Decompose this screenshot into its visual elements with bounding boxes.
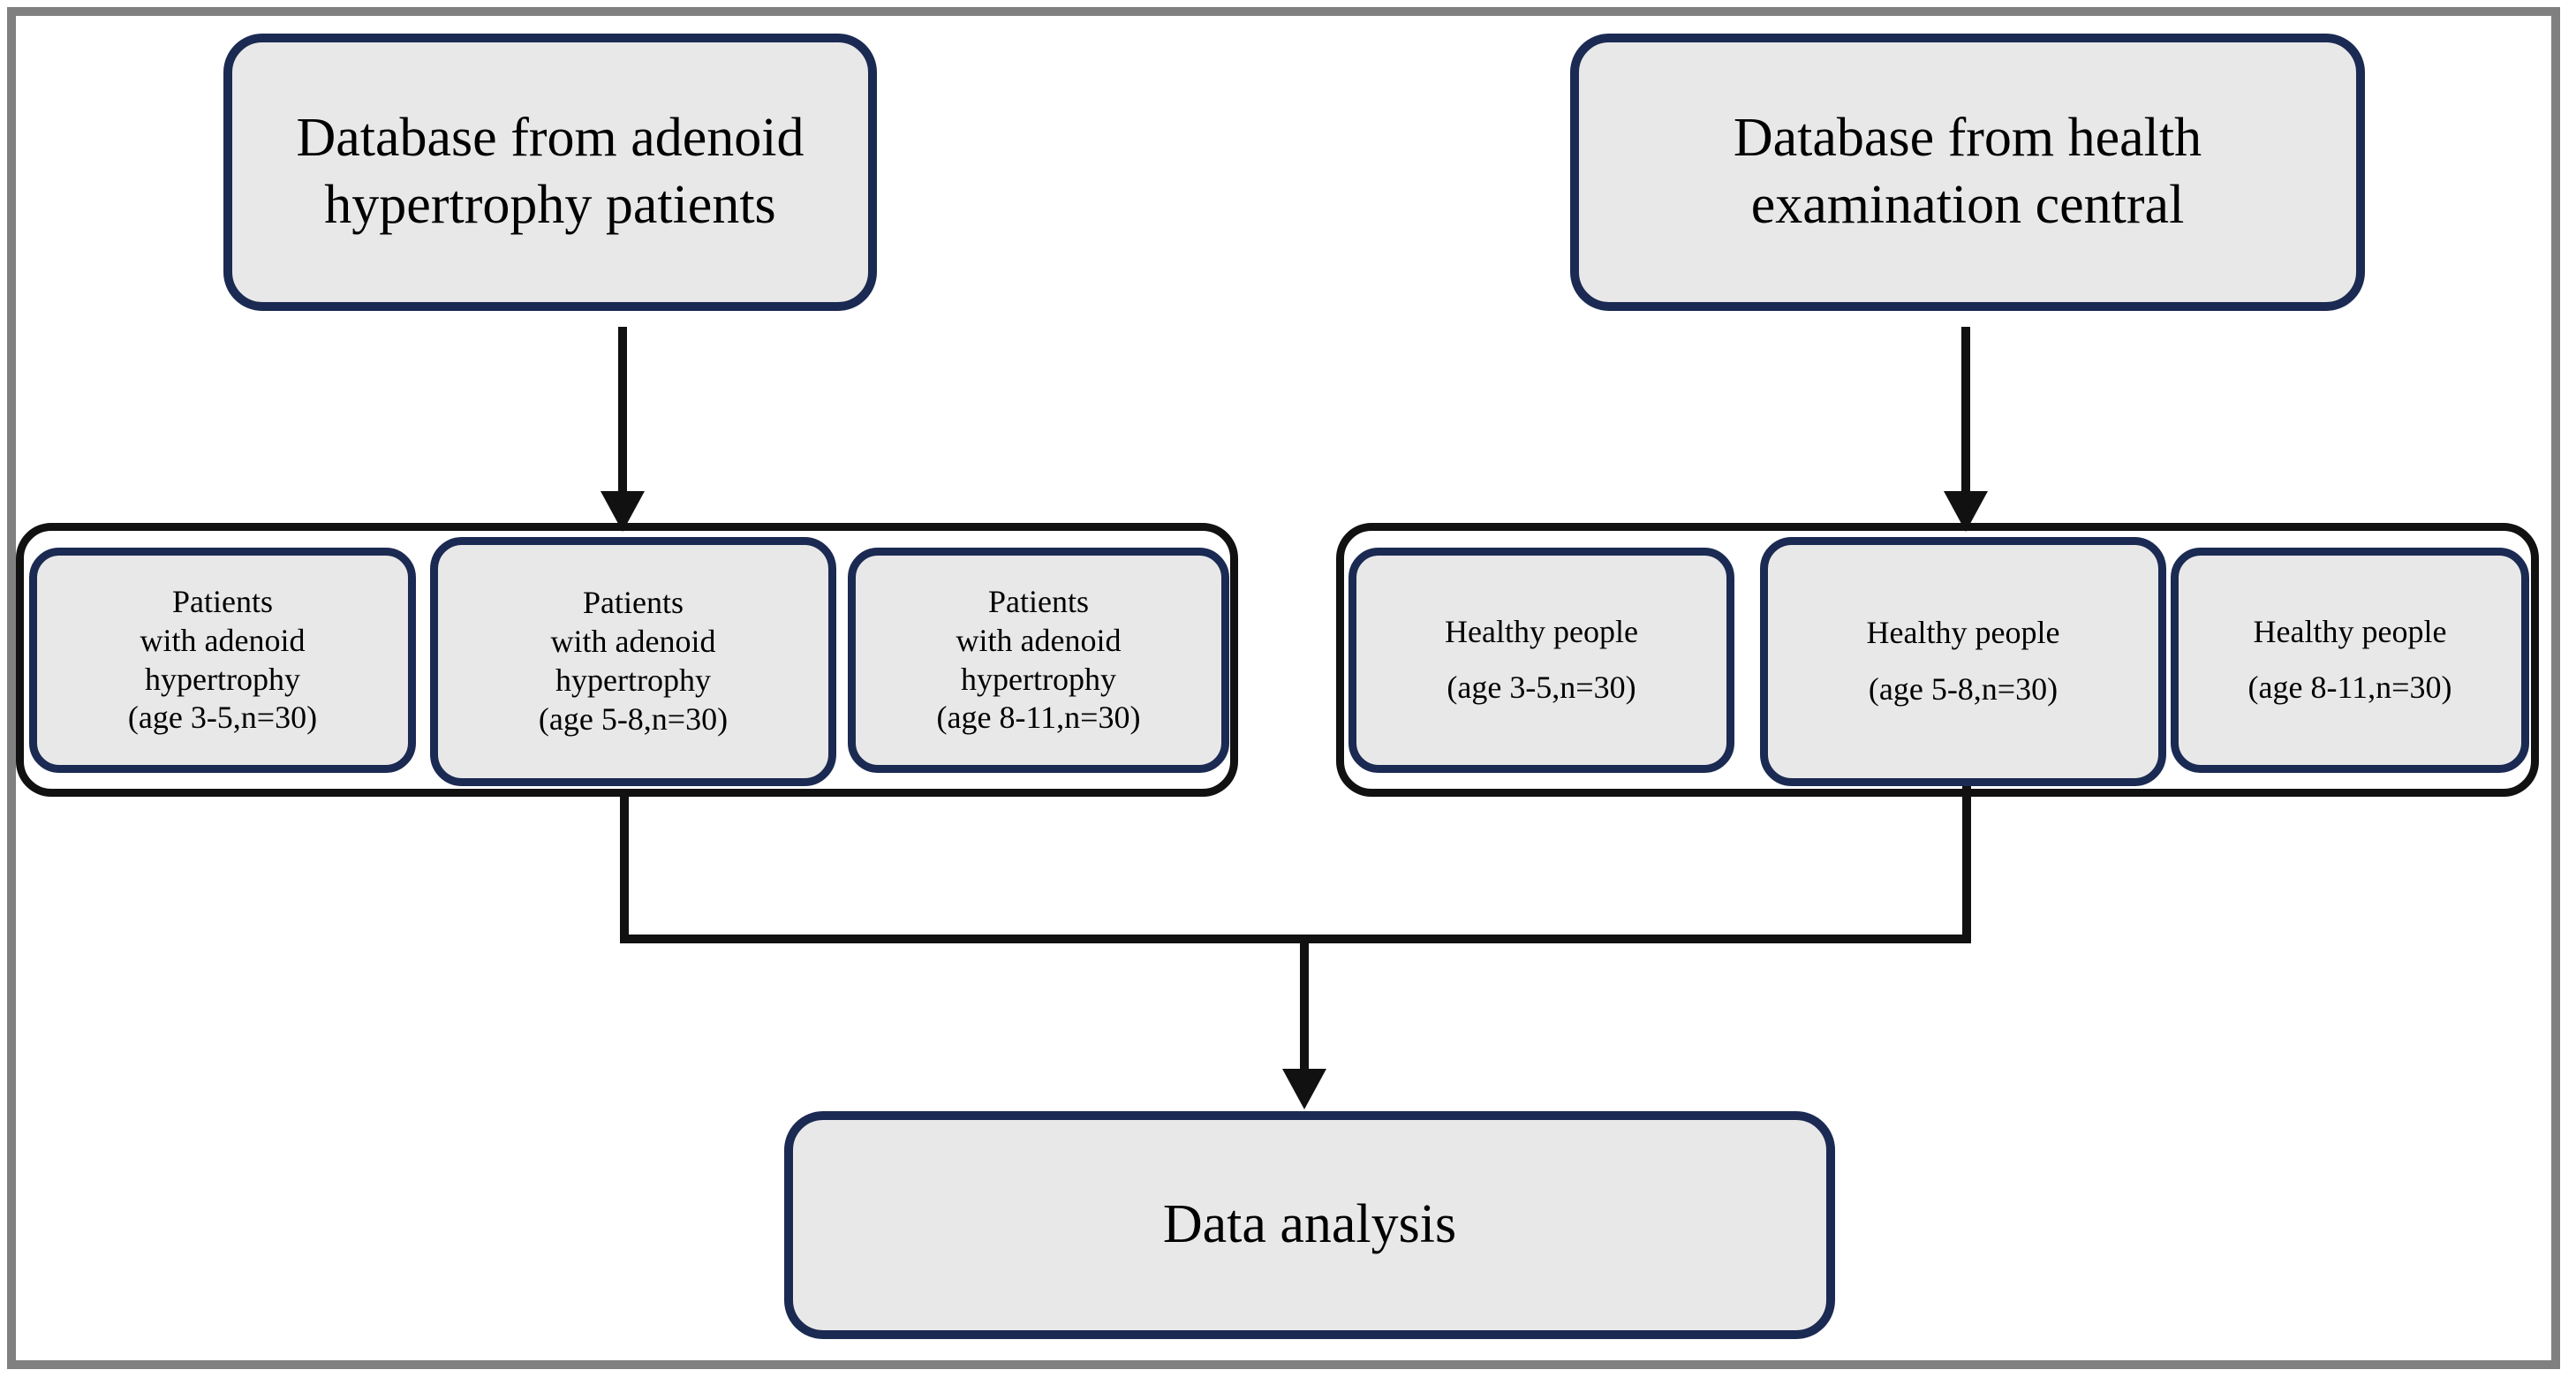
- node-patients-5-8[interactable]: Patients with adenoid hypertrophy (age 5…: [430, 537, 836, 786]
- node-health-database[interactable]: Database from health examination central: [1570, 34, 2365, 311]
- text-line: Patients: [583, 585, 684, 621]
- text-line: with adenoid: [550, 624, 716, 660]
- arrow-health-to-healthy-shaft: [1961, 327, 1970, 495]
- text-spacer: [1777, 653, 2149, 670]
- node-healthy-5-8-text: Healthy people (age 5-8,n=30): [1768, 614, 2158, 709]
- node-healthy-3-5[interactable]: Healthy people (age 3-5,n=30): [1348, 548, 1734, 773]
- text-line: hypertrophy: [145, 661, 300, 697]
- arrow-adenoid-to-patients-shaft: [618, 327, 627, 495]
- text-spacer: [1365, 652, 1718, 670]
- text-line: Patients: [988, 583, 1089, 619]
- text-line: with adenoid: [140, 622, 306, 658]
- text-line: examination central: [1750, 175, 2185, 235]
- node-healthy-8-11-text: Healthy people (age 8-11,n=30): [2179, 613, 2521, 708]
- arrow-health-to-healthy-head: [1944, 491, 1988, 532]
- text-spacer: [2187, 652, 2512, 670]
- text-line: Healthy people: [1866, 615, 2060, 651]
- text-line: Healthy people: [1445, 613, 1638, 649]
- node-adenoid-database[interactable]: Database from adenoid hypertrophy patien…: [223, 34, 877, 311]
- text-line: hypertrophy: [555, 662, 711, 698]
- text-line: Healthy people: [2253, 613, 2447, 649]
- text-line: (age 8-11,n=30): [936, 700, 1141, 736]
- text-line: with adenoid: [956, 622, 1122, 658]
- healthy-group-frame: [1336, 523, 2539, 797]
- node-patients-5-8-text: Patients with adenoid hypertrophy (age 5…: [438, 584, 828, 739]
- node-healthy-3-5-text: Healthy people (age 3-5,n=30): [1356, 613, 1726, 708]
- node-healthy-5-8[interactable]: Healthy people (age 5-8,n=30): [1760, 537, 2166, 786]
- node-patients-8-11[interactable]: Patients with adenoid hypertrophy (age 8…: [848, 548, 1229, 773]
- node-patients-3-5-text: Patients with adenoid hypertrophy (age 3…: [37, 583, 408, 738]
- merge-left-drop: [620, 797, 629, 943]
- node-data-analysis-text: Data analysis: [793, 1192, 1826, 1259]
- text-line: hypertrophy patients: [324, 175, 776, 235]
- text-line: (age 5-8,n=30): [1868, 670, 2059, 707]
- node-healthy-8-11[interactable]: Healthy people (age 8-11,n=30): [2171, 548, 2529, 773]
- text-line: Data analysis: [1162, 1194, 1457, 1255]
- node-health-database-text: Database from health examination central: [1579, 105, 2356, 238]
- node-patients-3-5[interactable]: Patients with adenoid hypertrophy (age 3…: [29, 548, 416, 773]
- arrow-merge-to-analysis-shaft: [1300, 935, 1309, 1071]
- text-line: (age 3-5,n=30): [1447, 670, 1636, 706]
- node-patients-8-11-text: Patients with adenoid hypertrophy (age 8…: [856, 583, 1221, 738]
- node-adenoid-database-text: Database from adenoid hypertrophy patien…: [232, 105, 868, 238]
- merge-right-drop: [1962, 786, 1971, 943]
- node-data-analysis[interactable]: Data analysis: [784, 1111, 1835, 1339]
- arrow-merge-to-analysis-head: [1282, 1069, 1326, 1109]
- text-line: Patients: [172, 583, 273, 619]
- text-line: (age 3-5,n=30): [127, 700, 318, 736]
- text-line: Database from adenoid: [296, 108, 805, 169]
- text-line: Database from health: [1733, 108, 2202, 169]
- arrow-adenoid-to-patients-head: [601, 491, 645, 532]
- merge-bus: [620, 935, 1971, 943]
- text-line: (age 8-11,n=30): [2247, 670, 2452, 706]
- text-line: hypertrophy: [961, 661, 1116, 697]
- text-line: (age 5-8,n=30): [538, 700, 729, 737]
